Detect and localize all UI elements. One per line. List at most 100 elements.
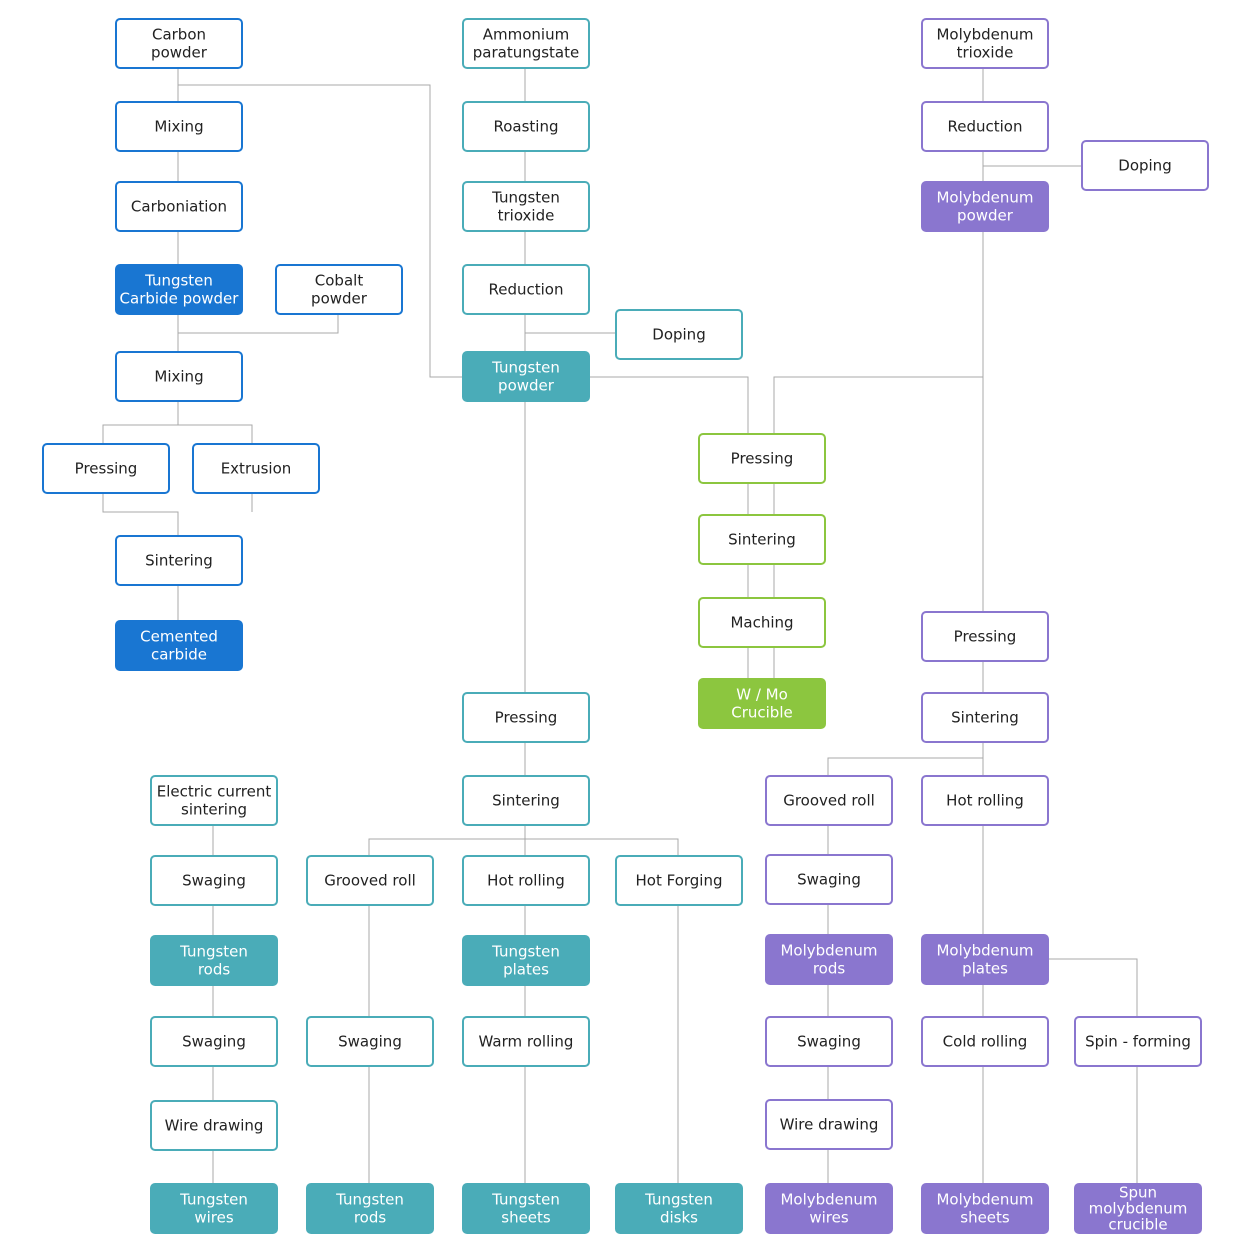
node-box-tungsten-disks	[615, 1183, 743, 1234]
node-box-doping-mo	[1081, 140, 1209, 191]
node-label-extrusion: Extrusion	[221, 460, 292, 478]
node-label-cemented-carbide: Cemented	[140, 628, 218, 646]
node-label-tungsten-carbide-powder: Tungsten	[144, 272, 213, 290]
node-reduction-mo: Reduction	[921, 101, 1049, 152]
node-label-molybdenum-trioxide: trioxide	[957, 44, 1014, 62]
connector-carbon-powder-to-tungsten-powder	[178, 84, 463, 378]
node-box-swaging-w1	[150, 855, 278, 906]
node-label-hot-rolling-w: Hot rolling	[487, 872, 565, 890]
node-label-w-mo-crucible: W / Mo	[736, 686, 788, 704]
node-label-wire-drawing-mo: Wire drawing	[780, 1116, 879, 1134]
node-label-mixing-1: Mixing	[154, 118, 203, 136]
node-warm-rolling: Warm rolling	[462, 1016, 590, 1067]
node-box-swaging-w3	[306, 1016, 434, 1067]
node-swaging-w2: Swaging	[150, 1016, 278, 1067]
node-box-spin-forming	[1074, 1016, 1202, 1067]
connector-molybdenum-powder-to-pressing-crucible	[773, 231, 984, 434]
node-mixing-1: Mixing	[115, 101, 243, 152]
node-box-wire-drawing-mo	[765, 1099, 893, 1150]
node-box-hot-rolling-mo	[921, 775, 1049, 826]
node-box-hot-rolling-w	[462, 855, 590, 906]
node-swaging-w3: Swaging	[306, 1016, 434, 1067]
node-box-sintering-carbide	[115, 535, 243, 586]
node-box-sintering-crucible	[698, 514, 826, 565]
node-box-pressing-mo	[921, 611, 1049, 662]
node-pressing-w: Pressing	[462, 692, 590, 743]
node-box-carbon-powder	[115, 18, 243, 69]
node-box-tungsten-carbide-powder	[115, 264, 243, 315]
node-label-cobalt-powder: Cobalt	[315, 272, 364, 290]
node-label-grooved-roll-mo: Grooved roll	[783, 792, 875, 810]
connector-molybdenum-plates-to-spin-forming	[1048, 958, 1138, 1017]
node-label-molybdenum-wires: Molybdenum	[780, 1191, 877, 1209]
connector-sintering-w-to-hot-forging	[525, 838, 679, 856]
connector-sintering-mo-to-grooved-roll-mo	[827, 742, 984, 776]
node-label-swaging-w1: Swaging	[182, 872, 246, 890]
node-label-tungsten-sheets: Tungsten	[491, 1191, 560, 1209]
node-box-molybdenum-powder	[921, 181, 1049, 232]
node-cold-rolling: Cold rolling	[921, 1016, 1049, 1067]
node-label-reduction-mo: Reduction	[948, 118, 1023, 136]
node-label-spun-molybdenum-crucible: molybdenum	[1089, 1200, 1188, 1218]
node-swaging-w1: Swaging	[150, 855, 278, 906]
node-box-tungsten-rods-1	[150, 935, 278, 986]
connector-mixing-2-to-pressing-carbide	[102, 401, 179, 444]
node-label-tungsten-rods-1: Tungsten	[179, 943, 248, 961]
node-label-carboniation: Carboniation	[131, 198, 227, 216]
node-label-tungsten-carbide-powder: Carbide powder	[120, 290, 240, 308]
node-swaging-mo1: Swaging	[765, 854, 893, 905]
node-box-ammonium-paratungstate	[462, 18, 590, 69]
node-box-extrusion	[192, 443, 320, 494]
node-box-tungsten-trioxide	[462, 181, 590, 232]
node-label-doping-w: Doping	[652, 326, 705, 344]
node-box-molybdenum-sheets	[921, 1183, 1049, 1234]
node-box-reduction-w	[462, 264, 590, 315]
node-box-pressing-crucible	[698, 433, 826, 484]
node-label-hot-forging: Hot Forging	[636, 872, 723, 890]
node-roasting: Roasting	[462, 101, 590, 152]
node-wire-drawing-mo: Wire drawing	[765, 1099, 893, 1150]
node-box-grooved-roll-w	[306, 855, 434, 906]
node-label-carbon-powder: powder	[151, 44, 208, 62]
node-carboniation: Carboniation	[115, 181, 243, 232]
connector-mixing-2-to-extrusion	[178, 424, 253, 444]
node-label-molybdenum-sheets: sheets	[960, 1209, 1010, 1227]
node-label-maching: Maching	[730, 614, 793, 632]
node-label-molybdenum-wires: wires	[809, 1209, 849, 1227]
node-label-tungsten-rods-1: rods	[198, 961, 231, 979]
node-sintering-w: Sintering	[462, 775, 590, 826]
node-label-electric-current-sintering: sintering	[181, 801, 247, 819]
node-label-pressing-mo: Pressing	[954, 628, 1017, 646]
node-box-mixing-2	[115, 351, 243, 402]
node-box-molybdenum-trioxide	[921, 18, 1049, 69]
node-label-sintering-carbide: Sintering	[145, 552, 213, 570]
node-label-tungsten-sheets: sheets	[501, 1209, 551, 1227]
node-box-molybdenum-rods	[765, 934, 893, 985]
node-label-molybdenum-trioxide: Molybdenum	[936, 26, 1033, 44]
node-grooved-roll-mo: Grooved roll	[765, 775, 893, 826]
node-box-doping-w	[615, 309, 743, 360]
connector-pressing-crucible-to-sintering-crucible	[747, 483, 775, 516]
node-box-electric-current-sintering	[150, 775, 278, 826]
node-box-pressing-carbide	[42, 443, 170, 494]
node-grooved-roll-w: Grooved roll	[306, 855, 434, 906]
node-box-molybdenum-plates	[921, 934, 1049, 985]
node-doping-mo: Doping	[1081, 140, 1209, 191]
node-label-swaging-mo1: Swaging	[797, 871, 861, 889]
node-label-wire-drawing-w: Wire drawing	[165, 1117, 264, 1135]
node-label-warm-rolling: Warm rolling	[479, 1033, 574, 1051]
node-label-swaging-w3: Swaging	[338, 1033, 402, 1051]
